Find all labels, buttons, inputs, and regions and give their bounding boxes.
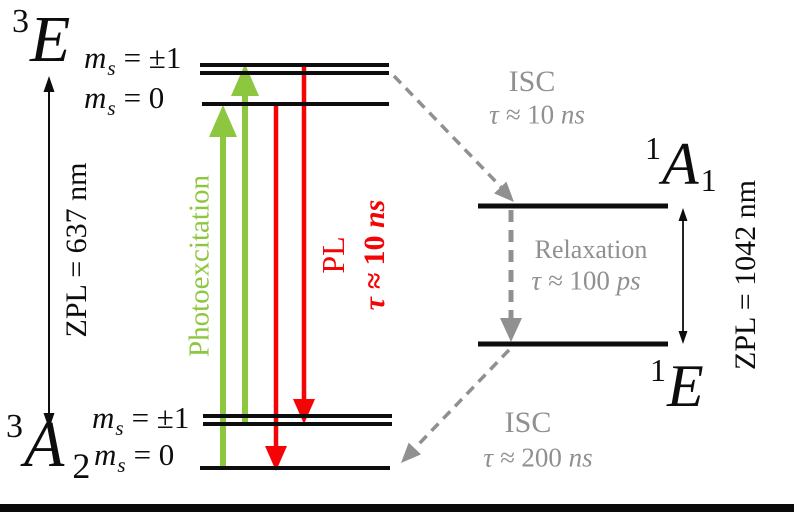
state-label-3a2-superscript: 3 (6, 408, 23, 445)
ms-symbol: m (84, 80, 107, 115)
state-label-1a1-subscript: 1 (700, 162, 717, 198)
pl-arrow-mspm1-head (293, 399, 315, 424)
isc-upper-arrow-head (494, 181, 514, 202)
ms-value: = ±1 (123, 40, 182, 75)
tau-symbol: τ ≈ (358, 273, 391, 311)
isc-upper-arrow (392, 74, 514, 202)
pl-label: PL (315, 236, 351, 274)
tau-symbol: τ ≈ (489, 99, 521, 130)
tau-value: 10 (358, 235, 391, 266)
ms-symbol: m (94, 437, 117, 472)
state-label-1e-letter: E (667, 353, 704, 419)
zpl-637-arrow-head-down (43, 413, 55, 429)
ms-symbol: m (92, 400, 115, 435)
state-label-3a2-letter: A (24, 408, 65, 481)
bottom-border (0, 504, 794, 512)
tau-symbol: τ ≈ (531, 265, 563, 296)
energy-levels (200, 63, 668, 470)
isc-lower-arrow-head (401, 442, 421, 463)
relaxation-label: Relaxation (534, 235, 648, 264)
ms-value: = 0 (123, 80, 165, 115)
sublevel-label-ground-pm1: ms = ±1 (92, 400, 190, 439)
photoexcitation-label: Photoexcitation (183, 174, 216, 358)
relaxation-arrow-head (500, 318, 522, 342)
pl-lifetime-label: τ ≈ 10 ns (358, 199, 391, 311)
state-label-1a1-superscript: 1 (645, 130, 661, 166)
sublevel-label-excited-pm1: ms = ±1 (84, 40, 182, 79)
isc-lower-arrow (401, 348, 511, 463)
tau-unit: ns (560, 99, 585, 130)
ms-value: = 0 (133, 437, 175, 472)
photoexcitation-arrow-mspm1-head (231, 64, 259, 96)
zpl-637-arrow-head-up (43, 76, 55, 92)
zpl-637-label: ZPL = 637 nm (60, 162, 93, 338)
zpl-1042-arrow-head-up (678, 208, 688, 221)
tau-value: 10 (527, 99, 555, 130)
photoexcitation-arrow-ms0-head (209, 105, 237, 137)
relaxation-arrow (500, 210, 522, 342)
ms-value: = ±1 (131, 400, 190, 435)
zpl-1042-arrow-head-down (678, 331, 688, 344)
state-label-3e-superscript: 3 (12, 3, 29, 40)
photoexcitation-arrows (209, 64, 259, 467)
pl-arrow-ms0-head (265, 446, 287, 471)
tau-unit: ns (568, 442, 593, 473)
isc-upper-arrow-shaft (392, 74, 503, 189)
isc-lower-lifetime-label: τ ≈ 200 ns (483, 442, 593, 473)
state-label-3a2-subscript: 2 (72, 446, 91, 486)
tau-unit: ps (616, 265, 641, 296)
tau-unit: ns (358, 199, 391, 229)
ms-symbol: m (84, 40, 107, 75)
state-label-1a1-letter: A (662, 131, 699, 197)
pl-arrows (265, 67, 315, 471)
sublevel-label-ground-0: ms = 0 (94, 437, 175, 476)
ms-subscript: s (117, 453, 126, 477)
relaxation-lifetime-label: τ ≈ 100 ps (531, 265, 641, 296)
isc-lower-arrow-shaft (414, 348, 511, 449)
zpl-1042-arrow (678, 208, 688, 344)
isc-upper-lifetime-label: τ ≈ 10 ns (489, 99, 585, 130)
ms-subscript: s (107, 96, 116, 120)
zpl-1042-label: ZPL = 1042 nm (729, 180, 762, 370)
state-label-3e-letter: E (30, 3, 71, 76)
isc-lower-label: ISC (504, 406, 552, 439)
state-label-1e-superscript: 1 (650, 352, 666, 388)
tau-symbol: τ ≈ (483, 442, 515, 473)
zpl-637-arrow (43, 76, 55, 429)
tau-value: 100 (569, 265, 610, 296)
isc-upper-label: ISC (508, 65, 556, 98)
ms-subscript: s (107, 56, 116, 80)
tau-value: 200 (521, 442, 562, 473)
ms-subscript: s (115, 416, 124, 440)
sublevel-label-excited-0: ms = 0 (84, 80, 165, 119)
